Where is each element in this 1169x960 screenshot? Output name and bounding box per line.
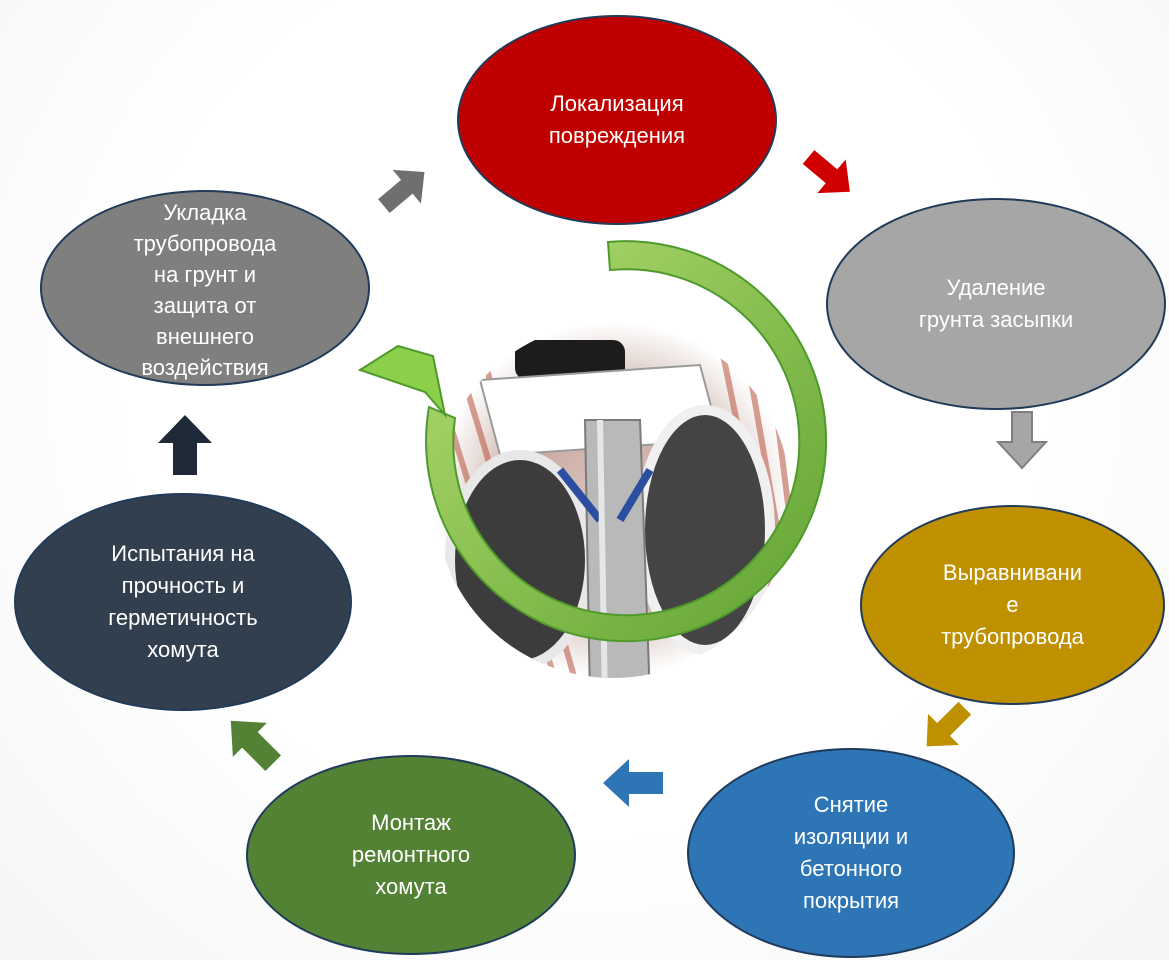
stage-clamp-installation: Монтаж ремонтного хомута xyxy=(246,755,576,955)
arrow-s5-to-s6 xyxy=(230,720,281,771)
stage-pipeline-laying: Укладка трубопровода на грунт и защита о… xyxy=(40,190,370,386)
arrow-s3-to-s4 xyxy=(926,701,972,747)
arrow-s2-to-s3 xyxy=(995,411,1049,470)
arrow-s4-to-s5 xyxy=(603,759,663,807)
arrow-s7-to-s1 xyxy=(378,169,425,213)
center-photo xyxy=(435,322,791,678)
arrow-s6-to-s7 xyxy=(158,415,212,475)
arrow-s1-to-s2 xyxy=(802,150,850,194)
stage-clamp-testing: Испытания на прочность и герметичность х… xyxy=(14,493,352,711)
stage-pipeline-alignment: Выравнивани е трубопровода xyxy=(860,505,1165,705)
stage-damage-localization: Локализация повреждения xyxy=(457,15,777,225)
stage-backfill-removal: Удаление грунта засыпки xyxy=(826,198,1166,410)
cycle-arrow xyxy=(357,240,828,643)
stage-coating-removal: Снятие изоляции и бетонного покрытия xyxy=(687,748,1015,958)
